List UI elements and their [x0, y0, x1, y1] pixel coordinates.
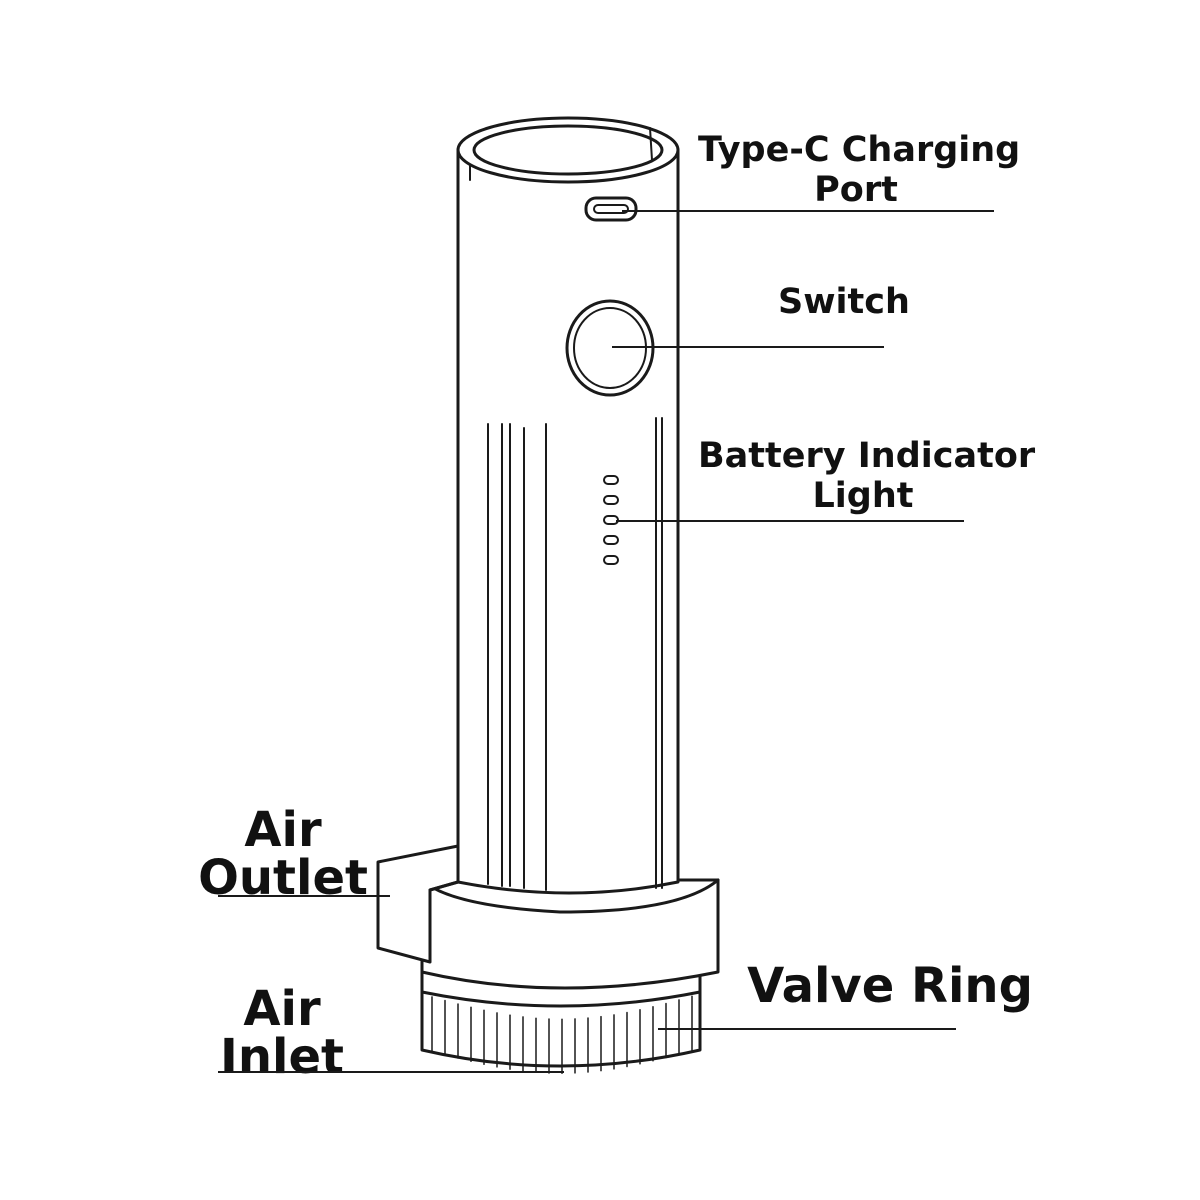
- switch-leader: [612, 346, 884, 348]
- air-outlet-label-line2: Outlet: [198, 850, 368, 906]
- valve-ring-leader: [658, 1028, 956, 1030]
- type-c-port-label-line2: Port: [814, 170, 898, 211]
- air-outlet-leader: [218, 895, 390, 897]
- valve-ring-part: [420, 970, 702, 1074]
- air-inlet-leader: [218, 1071, 564, 1073]
- type-c-port-leader: [622, 210, 994, 212]
- top-rim: [456, 116, 680, 184]
- battery-indicator-label-line1: Battery Indicator: [698, 436, 1036, 476]
- air-inlet-label-line2: Inlet: [220, 1029, 344, 1085]
- type-c-port-label-line1: Type-C Charging: [698, 130, 1021, 170]
- battery-indicator-label-line2: Light: [812, 476, 914, 517]
- air-inlet-label-line1: Air: [243, 981, 321, 1037]
- usb-c-port: [584, 196, 638, 222]
- valve-ring-label: Valve Ring: [747, 958, 1033, 1014]
- cylinder-body: [456, 116, 680, 895]
- air-outlet-label-line1: Air: [244, 802, 322, 858]
- air-outlet-block: [376, 844, 460, 964]
- type-c-port-label: Type-C Charging Port: [698, 130, 1021, 211]
- air-inlet-label: Air Inlet: [212, 985, 352, 1081]
- battery-indicator-leader: [616, 520, 964, 522]
- switch-label: Switch: [778, 282, 910, 322]
- base-housing: [420, 878, 720, 990]
- power-switch: [565, 299, 655, 397]
- battery-indicator-label: Battery Indicator Light: [698, 436, 1036, 517]
- battery-indicator-leds: [603, 475, 619, 565]
- air-outlet-label: Air Outlet: [198, 806, 368, 902]
